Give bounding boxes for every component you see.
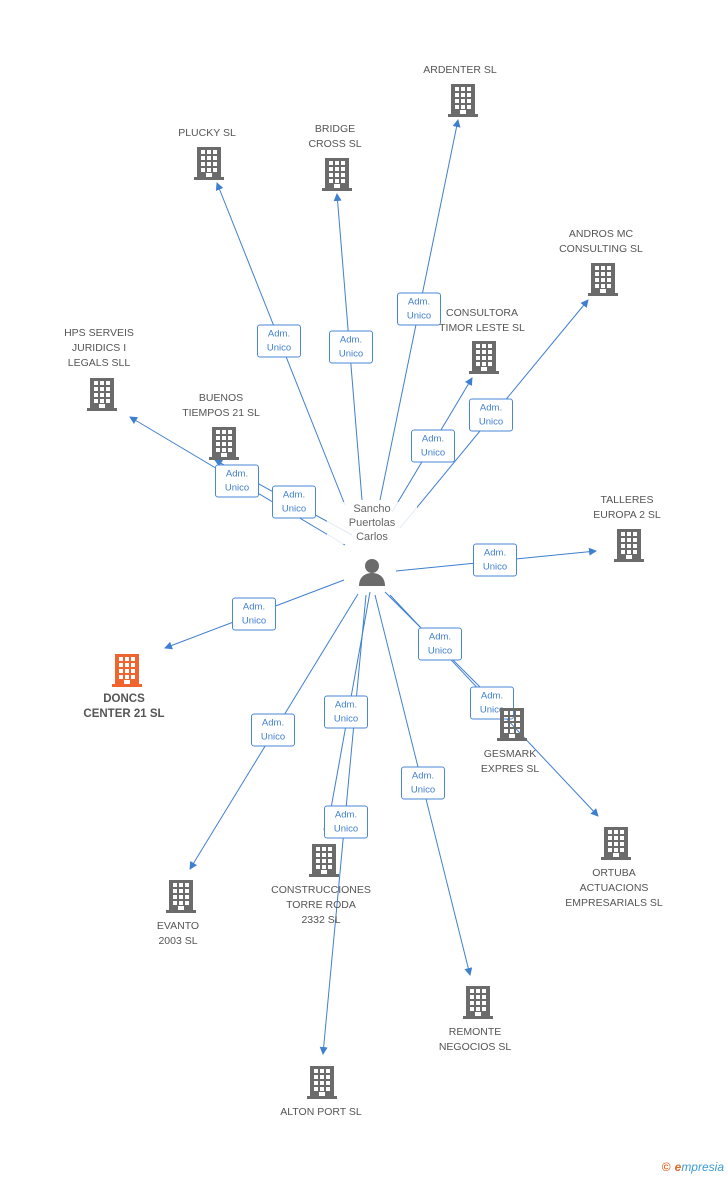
company-label[interactable]: PLUCKY SL [178,127,236,139]
edge-label-doncs[interactable]: Adm. Unico [232,597,276,631]
building-icon[interactable] [306,1064,338,1100]
person-icon[interactable] [357,557,387,587]
company-label[interactable]: TALLERES EUROPA 2 SL [593,494,661,521]
building-icon[interactable] [86,376,118,412]
company-label[interactable]: CONSULTORA TIMOR LESTE SL [439,307,525,334]
edge-label-consultora[interactable]: Adm. Unico [411,429,455,463]
edge-label-andros[interactable]: Adm. Unico [469,398,513,432]
building-icon[interactable] [165,878,197,914]
edge-label-hps[interactable]: Adm. Unico [215,464,259,498]
empresia-logo[interactable]: ©empresia [662,1160,724,1174]
edge-label-evanto[interactable]: Adm. Unico [251,713,295,747]
copyright-symbol: © [661,1160,671,1174]
edge-label-construcciones[interactable]: Adm. Unico [324,695,368,729]
company-label[interactable]: ARDENTER SL [423,64,497,76]
company-label[interactable]: BRIDGE CROSS SL [308,123,362,150]
company-label[interactable]: ANDROS MC CONSULTING SL [559,228,643,255]
company-label[interactable]: CONSTRUCCIONES TORRE RODA 2332 SL [271,884,371,926]
edge-label-buenos[interactable]: Adm. Unico [272,485,316,519]
building-icon[interactable] [447,82,479,118]
person-name[interactable]: Sancho Puertolas Carlos [327,502,417,544]
building-icon[interactable] [496,706,528,742]
edge-label-ortuba[interactable]: Adm. Unico [470,686,514,720]
company-label[interactable]: BUENOS TIEMPOS 21 SL [182,392,260,419]
building-icon[interactable] [321,156,353,192]
brand-initial: e [674,1160,682,1174]
edge-label-ardenter[interactable]: Adm. Unico [397,292,441,326]
building-icon[interactable] [308,842,340,878]
building-icon[interactable] [468,339,500,375]
company-label[interactable]: REMONTE NEGOCIOS SL [438,1026,512,1053]
edge-label-remonte[interactable]: Adm. Unico [401,766,445,800]
building-icon[interactable] [208,425,240,461]
building-icon[interactable] [587,261,619,297]
building-icon[interactable] [111,652,143,688]
edge-label-bridge[interactable]: Adm. Unico [329,330,373,364]
company-label[interactable]: GESMARK EXPRES SL [480,748,540,775]
building-icon[interactable] [600,825,632,861]
company-label[interactable]: HPS SERVEIS JURIDICS I LEGALS SLL [64,327,134,369]
company-label[interactable]: ORTUBA ACTUACIONS EMPRESARIALS SL [565,867,663,909]
edge-label-gesmark[interactable]: Adm. Unico [418,627,462,661]
company-label[interactable]: ALTON PORT SL [280,1106,362,1118]
edge-label-talleres[interactable]: Adm. Unico [473,543,517,577]
building-icon[interactable] [462,984,494,1020]
company-label[interactable]: EVANTO 2003 SL [156,920,200,947]
edge-label-plucky[interactable]: Adm. Unico [257,324,301,358]
edge-label-alton[interactable]: Adm. Unico [324,805,368,839]
brand-name: mpresia [681,1160,724,1174]
building-icon[interactable] [613,527,645,563]
company-label[interactable]: DONCS CENTER 21 SL [83,693,165,720]
building-icon[interactable] [193,145,225,181]
